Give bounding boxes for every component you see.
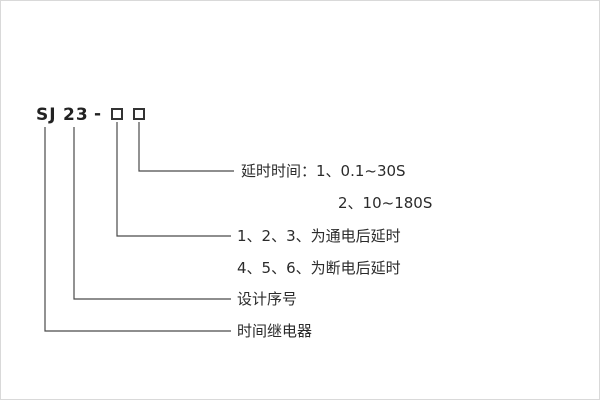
label-power-on-delay: 1、2、3、为通电后延时 <box>237 227 401 245</box>
model-box-delay-time <box>133 108 145 120</box>
model-type-code: SJ <box>36 105 57 125</box>
connector-power-delay-mode <box>116 122 231 237</box>
label-delay-time-option1: 延时时间：1、0.1~30S <box>241 162 406 180</box>
model-box-delay-mode <box>111 108 123 120</box>
label-time-relay: 时间继电器 <box>237 322 313 340</box>
model-serial-number: 23 <box>63 105 89 125</box>
connector-delay-time <box>138 122 234 172</box>
connector-design-serial <box>73 127 231 300</box>
label-power-off-delay: 4、5、6、为断电后延时 <box>237 259 401 277</box>
label-delay-time-option2: 2、10~180S <box>338 194 433 212</box>
label-design-serial: 设计序号 <box>237 290 298 308</box>
connector-time-relay <box>44 127 231 332</box>
model-separator-dash: - <box>94 104 103 124</box>
